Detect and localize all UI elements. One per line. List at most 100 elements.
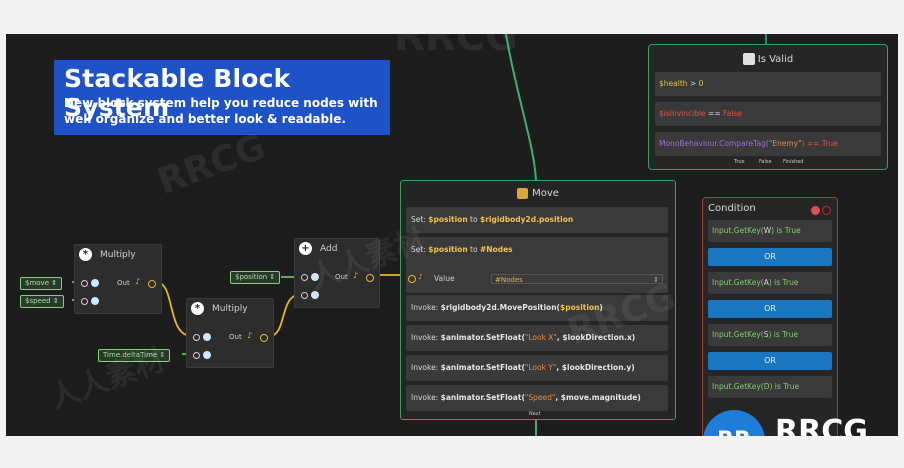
or-button[interactable]: OR (708, 248, 832, 266)
block-set-position[interactable]: Set: $position to $rigidbody2d.position (406, 207, 668, 233)
condition-key-w[interactable]: Input.GetKey(W) is True (708, 220, 832, 242)
input-port[interactable] (91, 279, 99, 287)
block-string-arg: "Speed" (524, 393, 556, 402)
input-port[interactable] (203, 351, 211, 359)
cond-tail: ) is True (768, 330, 799, 339)
move-group-header: Move (401, 181, 675, 205)
input-port[interactable] (91, 297, 99, 305)
move-group-title: Move (532, 188, 559, 199)
cond-method: Input.GetKey( (712, 226, 764, 235)
block-invoke-setfloat-speed[interactable]: Invoke: $animator.SetFloat("Speed", $mov… (406, 385, 668, 411)
input-pin[interactable] (193, 352, 200, 359)
plus-icon: + (299, 242, 312, 255)
toggle-icon[interactable] (822, 206, 831, 215)
or-button[interactable]: OR (708, 352, 832, 370)
cond-value: ) == True (801, 139, 838, 148)
block-invoke-moveposition[interactable]: Invoke: $rigidbody2d.MovePosition($posit… (406, 295, 668, 321)
variable-deltatime-label: Time.deltaTime (103, 351, 158, 359)
block-args: , $lookDirection.x) (556, 333, 636, 342)
block-method: $animator.SetFloat( (440, 393, 525, 402)
logo-brand: RRCG (775, 414, 868, 436)
variable-move[interactable]: $move ⇕ (20, 277, 63, 290)
validate-icon (742, 53, 755, 65)
condition-key-d[interactable]: Input.GetKey(D) is True (708, 376, 832, 398)
cond-key: W (763, 226, 772, 235)
false-port-label: False (759, 159, 772, 165)
block-method: $animator.SetFloat( (440, 363, 525, 372)
condition-comparetag[interactable]: MonoBehaviour.CompareTag("Enemy") == Tru… (655, 132, 881, 156)
cond-arg: "Enemy" (768, 139, 802, 148)
block-string-arg: "Look X" (524, 333, 557, 342)
input-port[interactable] (311, 273, 319, 281)
out-label: Out (335, 273, 348, 281)
input-pin[interactable] (81, 298, 88, 305)
block-prefix: Invoke: (411, 303, 439, 312)
value-field[interactable]: #Nodes ⇕ (491, 274, 663, 284)
value-field-text: #Nodes (495, 276, 523, 284)
condition-key-a[interactable]: Input.GetKey(A) is True (708, 272, 832, 294)
condition-health[interactable]: $health > 0 (655, 72, 881, 96)
feature-banner: Stackable Block System New block system … (54, 60, 390, 135)
block-prefix: Invoke: (411, 393, 439, 402)
input-pin[interactable] (193, 334, 200, 341)
value-label: Value (434, 274, 455, 283)
variable-position[interactable]: $position ⇕ (230, 271, 281, 284)
node-title: Add (320, 244, 338, 254)
move-block-group[interactable]: Move Set: $position to $rigidbody2d.posi… (400, 180, 676, 420)
block-method: $rigidbody2d.MovePosition( (440, 303, 560, 312)
block-prefix: Invoke: (411, 333, 439, 342)
block-close: ) (599, 303, 603, 312)
variable-speed[interactable]: $speed ⇕ (20, 295, 64, 308)
finished-port-label: Finished (783, 159, 804, 165)
add-node[interactable]: + Add Out ♪ (294, 238, 380, 308)
input-port[interactable] (311, 291, 319, 299)
block-prefix: Invoke: (411, 363, 439, 372)
input-pin[interactable] (301, 292, 308, 299)
multiply-node-header: * Multiply (75, 245, 161, 265)
output-port[interactable] (366, 274, 374, 282)
banner-title: Stackable Block System (64, 64, 291, 122)
cond-key: A (763, 278, 769, 287)
variable-position-label: $position (235, 273, 268, 281)
block-to: to (467, 215, 480, 224)
block-method: $animator.SetFloat( (440, 333, 525, 342)
block-to: to (467, 245, 480, 254)
cond-op: == (705, 109, 724, 118)
multiply-node-header: * Multiply (187, 299, 273, 319)
block-target: $position (428, 245, 468, 254)
true-port-label: True (734, 159, 745, 165)
multiply-node-2[interactable]: * Multiply Out ♪ (186, 298, 274, 368)
block-invoke-setfloat-looky[interactable]: Invoke: $animator.SetFloat("Look Y", $lo… (406, 355, 668, 381)
multiply-node-1[interactable]: * Multiply Out ♪ (74, 244, 162, 314)
cond-partial: Input.GetKey(D) is True (712, 382, 800, 391)
value-input-row: ♪ Value #Nodes⇕ (406, 266, 668, 292)
condition-title: Condition (708, 203, 756, 214)
block-invoke-setfloat-lookx[interactable]: Invoke: $animator.SetFloat("Look X", $lo… (406, 325, 668, 351)
block-arg: $position (559, 303, 600, 312)
is-valid-header: Is Valid (649, 53, 887, 65)
variable-move-label: $move (25, 279, 50, 287)
output-arrow-icon: ♪ (353, 271, 359, 280)
condition-group[interactable]: Condition Input.GetKey(W) is True OR Inp… (702, 197, 838, 436)
or-button[interactable]: OR (708, 300, 832, 318)
variable-deltatime[interactable]: Time.deltaTime ⇕ (98, 349, 171, 362)
close-icon[interactable] (811, 206, 820, 215)
dropdown-icon: ⇕ (653, 276, 659, 284)
input-pin[interactable] (81, 280, 88, 287)
input-pin[interactable] (301, 274, 308, 281)
graph-canvas[interactable]: Stackable Block System New block system … (6, 34, 898, 436)
output-port[interactable] (148, 280, 156, 288)
cond-method: Input.GetKey( (712, 330, 764, 339)
rrcg-logo: RR RRCG 人人素材 (703, 410, 898, 436)
add-node-header: + Add (295, 239, 379, 259)
input-port[interactable] (203, 333, 211, 341)
node-title: Multiply (212, 304, 248, 314)
value-input-port[interactable] (408, 275, 416, 283)
is-valid-group[interactable]: Is Valid $health > 0 $isInvincible == Fa… (648, 44, 888, 170)
condition-invincible[interactable]: $isInvincible == False (655, 102, 881, 126)
block-string-arg: "Look Y" (524, 363, 557, 372)
block-args: , $lookDirection.y) (556, 363, 635, 372)
is-valid-title: Is Valid (757, 54, 794, 65)
output-port[interactable] (260, 334, 268, 342)
condition-key-s[interactable]: Input.GetKey(S) is True (708, 324, 832, 346)
